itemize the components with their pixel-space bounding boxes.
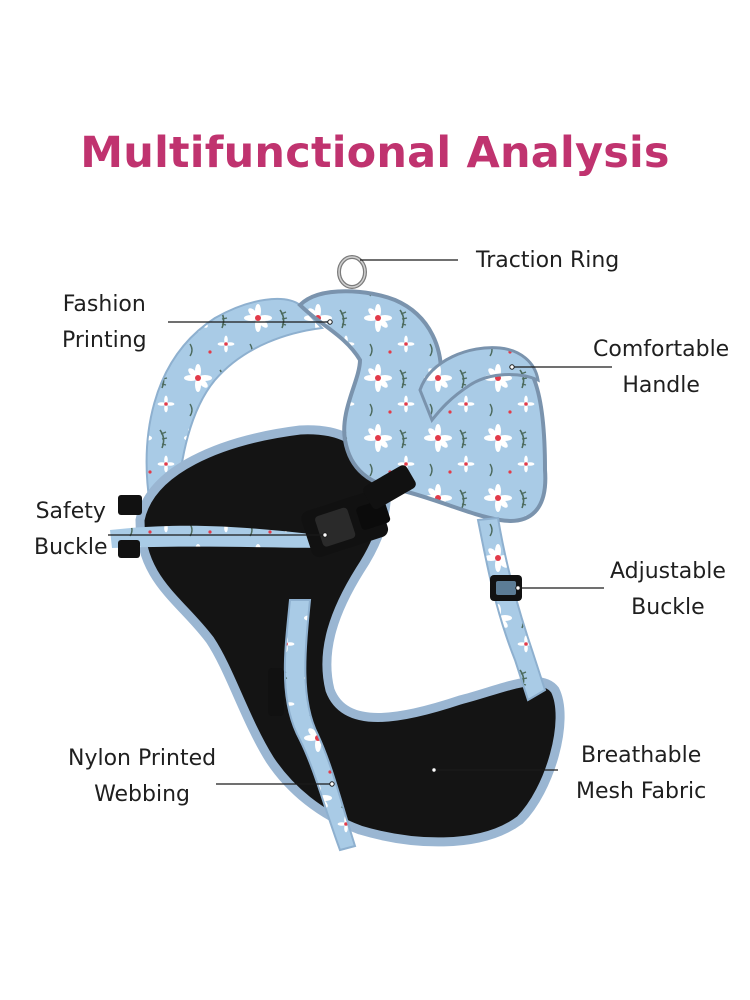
label-text: Breathable [580,743,702,768]
label-text: Safety [35,499,106,524]
label-nylon-webbing: Nylon Printed Webbing [68,741,216,813]
center-strap [110,525,335,548]
label-adjustable-buckle: Adjustable Buckle [610,554,726,626]
label-text: Buckle [631,595,705,620]
leader-lines [108,259,612,785]
label-text: Mesh Fabric [576,779,707,804]
page-title: Multifunctional Analysis [80,128,670,178]
side-release-buckle-icon [363,465,416,510]
label-text: Fashion [62,292,146,317]
label-text: Printing [62,328,147,353]
label-traction-ring: Traction Ring [476,243,619,279]
comfortable-handle [418,346,540,423]
slide-adjuster-icon [268,668,284,716]
label-text: Buckle [34,535,108,560]
label-safety-buckle: Safety Buckle [34,494,108,566]
label-text: Nylon Printed [68,746,217,771]
label-text: Adjustable [610,559,726,584]
chest-plate [297,289,548,523]
label-text: Traction Ring [476,248,620,273]
label-text: Webbing [94,782,191,807]
label-comfortable-handle: Comfortable Handle [593,332,729,404]
slide-adjuster-icon [118,495,142,558]
d-ring-icon [337,255,367,289]
label-text: Comfortable [593,337,730,362]
label-fashion-printing: Fashion Printing [62,287,147,359]
side-release-buckle-icon [301,490,391,558]
adjustable-strap [476,516,547,702]
slide-adjuster-icon [490,575,522,601]
label-text: Handle [622,373,700,398]
label-mesh-fabric: Breathable Mesh Fabric [576,738,706,810]
nylon-printed-webbing [283,599,357,852]
